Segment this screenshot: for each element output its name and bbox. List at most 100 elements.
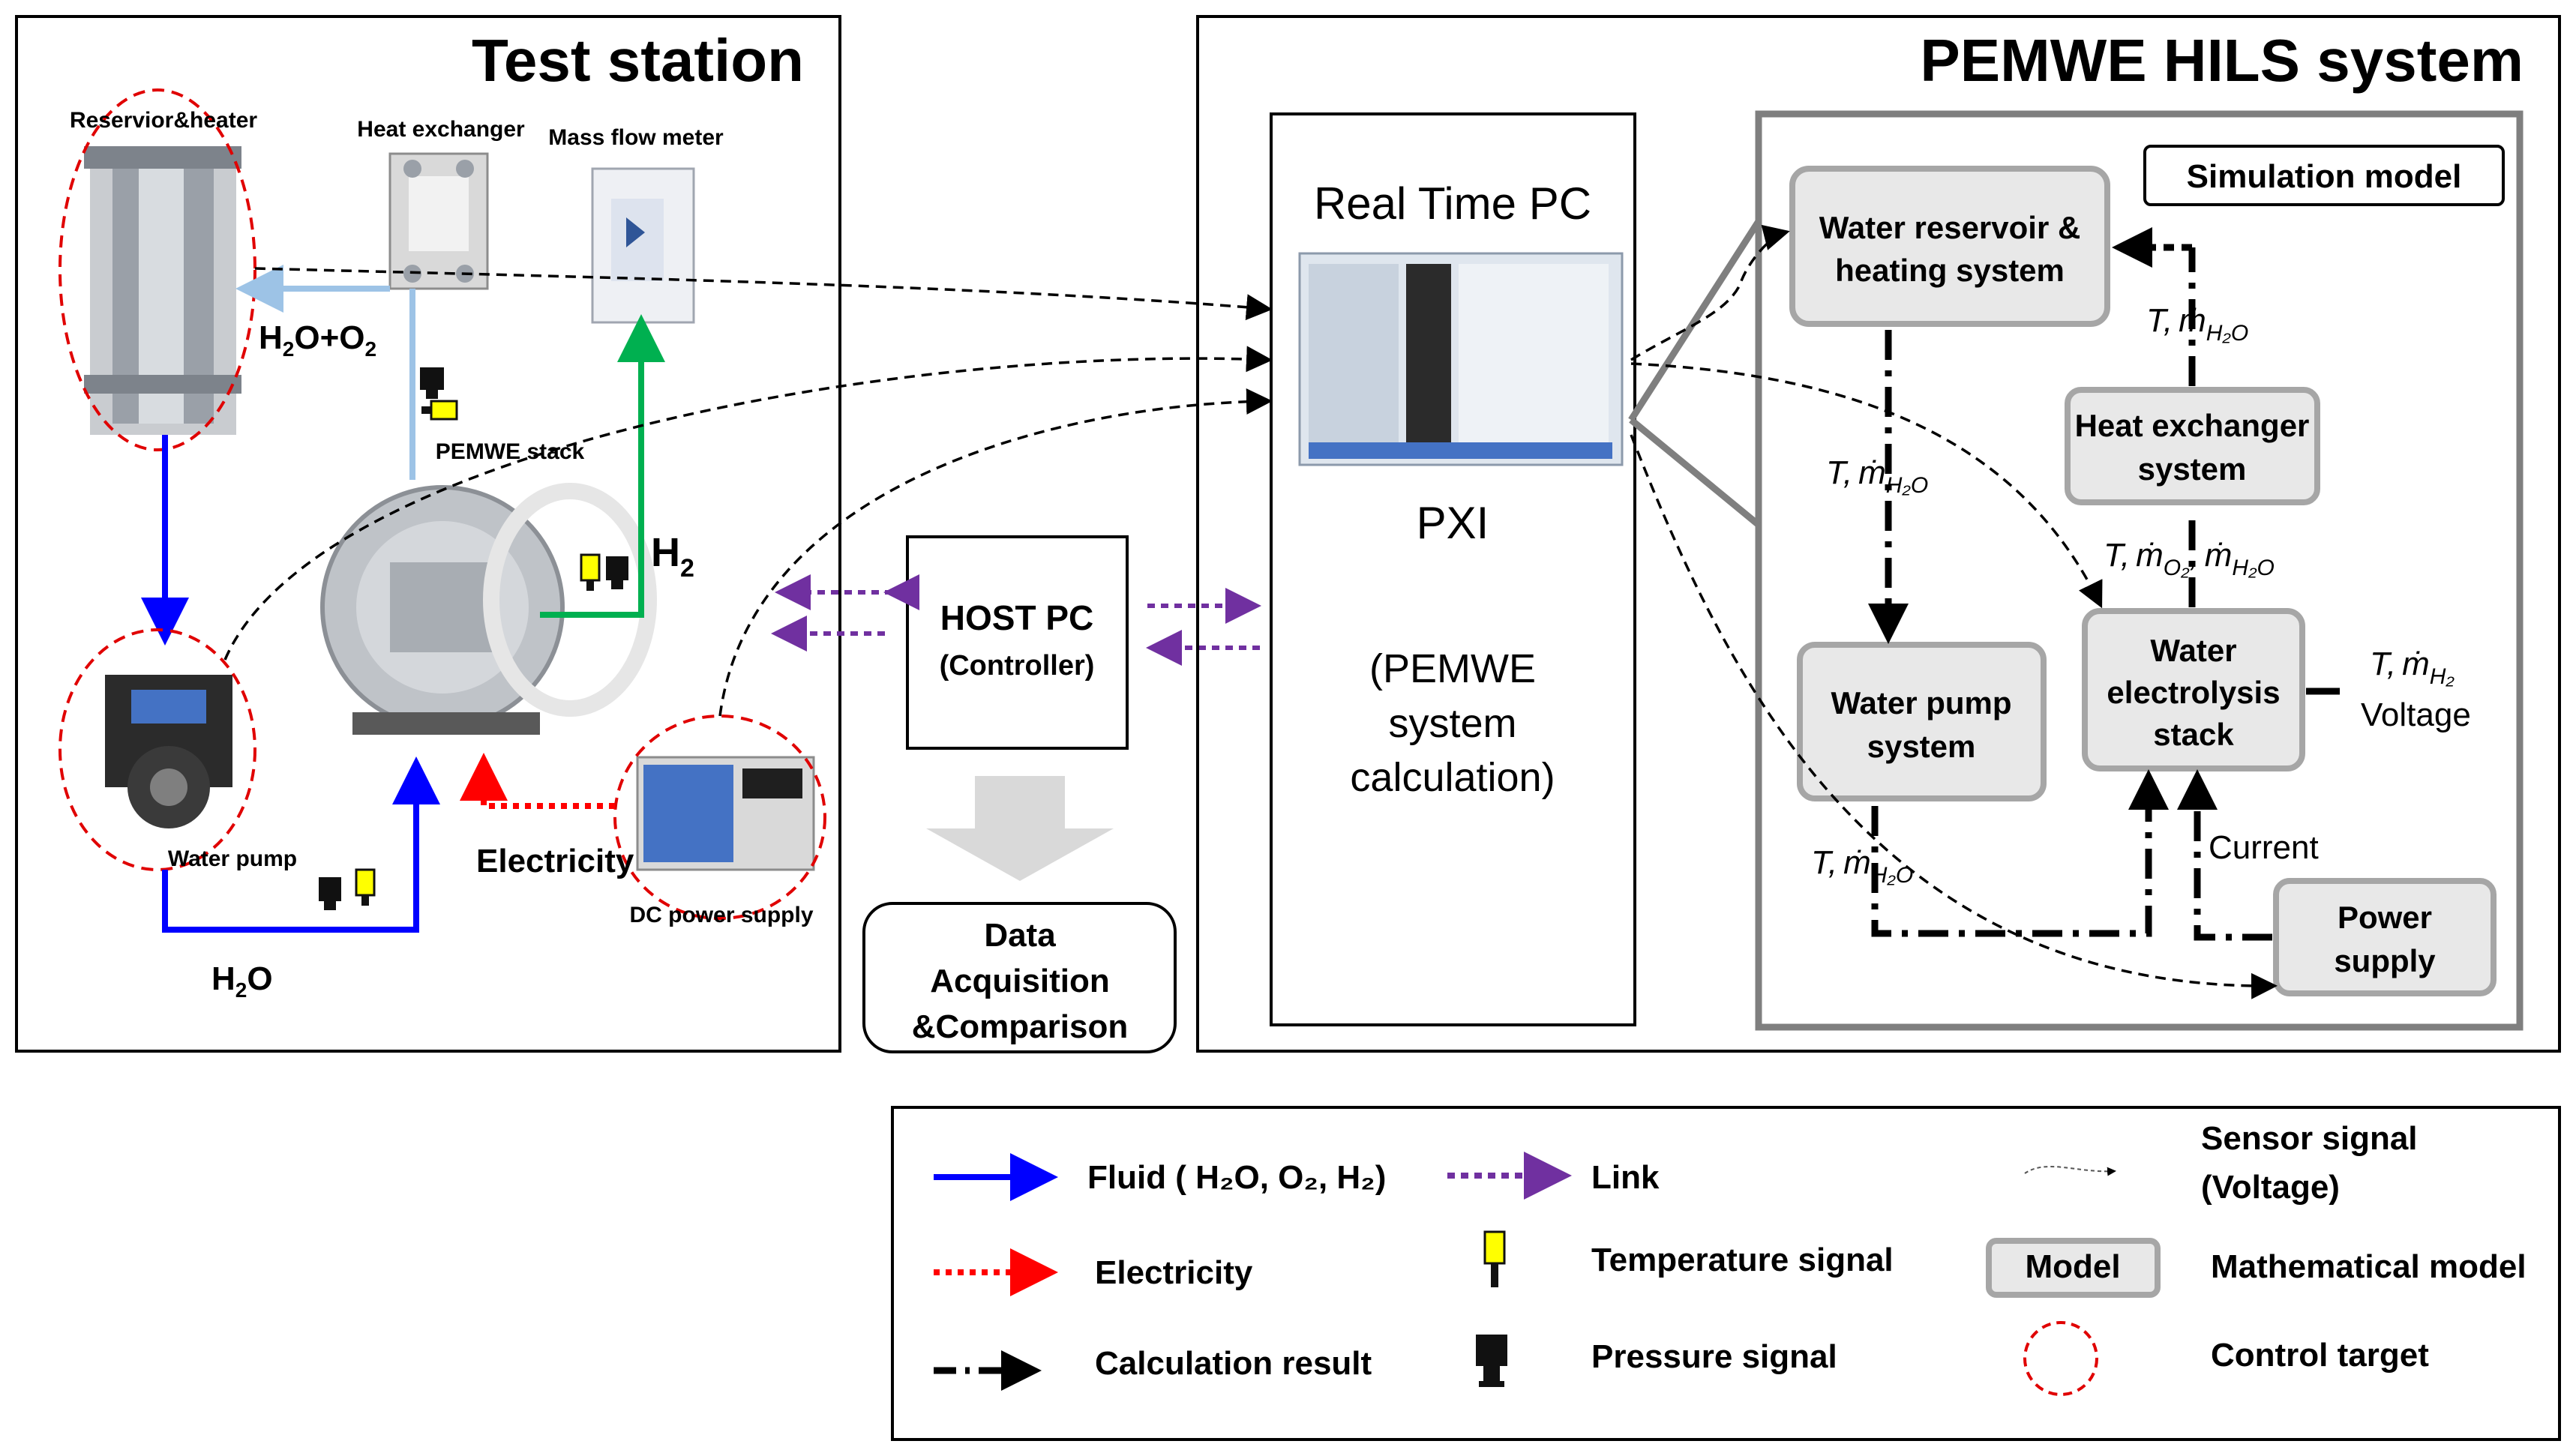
- simulation-model-label: Simulation model: [2187, 158, 2462, 195]
- flow-pump-to-stack: [162, 756, 440, 933]
- rt-calc-line3: calculation): [1350, 755, 1555, 800]
- callout-top: [1628, 219, 1762, 422]
- block-hx-line2: system: [2138, 451, 2247, 487]
- dc-power-supply-image: [636, 756, 815, 871]
- block-water-reservoir: [1789, 166, 2110, 327]
- sensor-signal-pump: [223, 346, 1273, 661]
- block-power-line1: Power: [2338, 900, 2432, 935]
- current-label: Current: [2209, 829, 2319, 866]
- rt-pc-box: [1270, 112, 1636, 1026]
- legend-temperature-text: Temperature signal: [1591, 1242, 1894, 1278]
- voltage-label: Voltage: [2361, 697, 2471, 733]
- water-pump-label: Water pump: [168, 846, 297, 871]
- svg-text:T,ṁH₂: T,ṁH₂: [2370, 646, 2455, 689]
- block-power-line2: supply: [2334, 943, 2436, 978]
- legend-link-text: Link: [1591, 1159, 1660, 1196]
- sensor-pxi-to-stack: [1630, 362, 2103, 609]
- pemwe-stack-label: PEMWE stack: [436, 439, 585, 464]
- legend-math-model-text: Mathematical model: [2211, 1248, 2527, 1285]
- signal-label-stack-hx: T,ṁO₂,ṁH₂O: [2104, 537, 2275, 580]
- block-stack-line2: electrolysis: [2107, 675, 2280, 710]
- sensor-pxi-to-power: [1630, 434, 2278, 999]
- signal-label-stack-output: T,ṁH₂: [2370, 646, 2455, 689]
- calc-pump-to-stack: [1871, 769, 2169, 937]
- block-power-supply: [2273, 878, 2497, 996]
- signal-label-pump-stack: T,ṁH₂O: [1811, 844, 1913, 888]
- host-pc-title: HOST PC: [940, 598, 1093, 637]
- temperature-sensor-icon: [421, 400, 458, 421]
- h2o-label: H2O: [211, 960, 273, 1002]
- legend-sensor-text2: (Voltage): [2201, 1169, 2340, 1206]
- block-electrolysis-stack: [2082, 608, 2305, 771]
- calc-power-to-stack: [2177, 769, 2272, 941]
- block-heat-exchanger: [2065, 387, 2320, 505]
- data-acq-line2: Acquisition: [930, 963, 1110, 999]
- data-acq-line3: &Comparison: [912, 1008, 1128, 1045]
- data-acq-line1: Data: [984, 917, 1056, 954]
- legend-box: [891, 1106, 2561, 1441]
- legend-pressure-text: Pressure signal: [1591, 1338, 1837, 1375]
- legend-electricity-text: Electricity: [1095, 1254, 1253, 1291]
- hils-frame: [1196, 15, 2561, 1053]
- mass-flow-meter-image: [591, 167, 695, 324]
- simulation-model-tag: [2143, 145, 2505, 206]
- rt-calc-line2: system: [1388, 701, 1516, 746]
- legend-temperature-icon: [1483, 1230, 1506, 1287]
- legend-pressure-icon: [1476, 1335, 1507, 1387]
- electricity-label: Electricity: [476, 843, 634, 879]
- pemwe-stack-image: [320, 483, 657, 735]
- host-pc-subtitle: (Controller): [940, 650, 1095, 682]
- h2-label: H2: [651, 530, 694, 583]
- water-pump-image: [105, 675, 232, 828]
- h2o-o2-label: H2O+O2: [259, 319, 376, 361]
- legend-model-box: [1986, 1238, 2161, 1298]
- hils-title: PEMWE HILS system: [1920, 27, 2524, 94]
- svg-text:T,ṁH₂O: T,ṁH₂O: [1826, 454, 1928, 498]
- legend-fluid-text: Fluid ( H₂O, O₂, H₂): [1087, 1159, 1386, 1196]
- block-reservoir-line2: heating system: [1835, 253, 2065, 288]
- block-pump-line2: system: [1867, 729, 1976, 764]
- rt-calc-line1: (PEMWE: [1369, 646, 1536, 691]
- test-station-title: Test station: [472, 27, 804, 94]
- signal-label-reservoir-pump: T,ṁH₂O: [1826, 454, 1928, 498]
- block-stack-line1: Water: [2150, 633, 2236, 668]
- temperature-sensor-icon: [355, 868, 376, 906]
- test-station-frame: [15, 15, 841, 1053]
- mass-flow-meter-label: Mass flow meter: [548, 125, 724, 150]
- sensor-signal-reservoir: [254, 267, 1273, 321]
- reservoir-label: Reservior&heater: [70, 108, 257, 133]
- dc-power-control-target: [613, 715, 826, 920]
- sensor-pxi-to-reservoir: [1630, 224, 1790, 361]
- legend-control-target-text: Control target: [2211, 1337, 2429, 1374]
- host-pc-box: [906, 535, 1129, 750]
- legend-calc-text: Calculation result: [1095, 1345, 1372, 1382]
- pump-control-target: [58, 628, 256, 871]
- grey-down-arrow: [926, 776, 1114, 881]
- callout-bottom: [1629, 417, 1761, 528]
- signal-label-hx-reservoir: T,ṁH₂O: [2146, 302, 2248, 346]
- pressure-sensor-icon: [606, 556, 628, 589]
- heat-exchanger-label: Heat exchanger: [357, 117, 525, 142]
- pxi-chassis-image: [1298, 252, 1624, 466]
- data-acquisition-box: [862, 902, 1177, 1053]
- block-reservoir-line1: Water reservoir &: [1819, 210, 2081, 245]
- legend-sensor-arrow: [2024, 1166, 2116, 1176]
- legend-control-target-icon: [2023, 1321, 2098, 1396]
- reservoir-heater-image: [84, 146, 241, 435]
- block-stack-line3: stack: [2153, 717, 2234, 752]
- svg-text:T,ṁH₂O: T,ṁH₂O: [2146, 302, 2248, 346]
- block-hx-line1: Heat exchanger: [2075, 408, 2310, 443]
- pxi-label: PXI: [1417, 498, 1489, 548]
- pressure-sensor-icon: [319, 877, 341, 910]
- block-pump-line1: Water pump: [1831, 685, 2011, 721]
- simulation-model-frame: [1755, 110, 2524, 1031]
- legend-sensor-text1: Sensor signal: [2201, 1120, 2418, 1157]
- electricity-line: [460, 753, 615, 809]
- svg-text:T,ṁO₂,ṁH₂O: T,ṁO₂,ṁH₂O: [2104, 537, 2275, 580]
- svg-text:T,ṁH₂O: T,ṁH₂O: [1811, 844, 1913, 888]
- temperature-sensor-icon: [580, 553, 601, 591]
- sensor-signal-dcpower: [718, 388, 1273, 717]
- flow-stack-h2: [540, 314, 665, 618]
- heat-exchanger-image: [388, 152, 489, 290]
